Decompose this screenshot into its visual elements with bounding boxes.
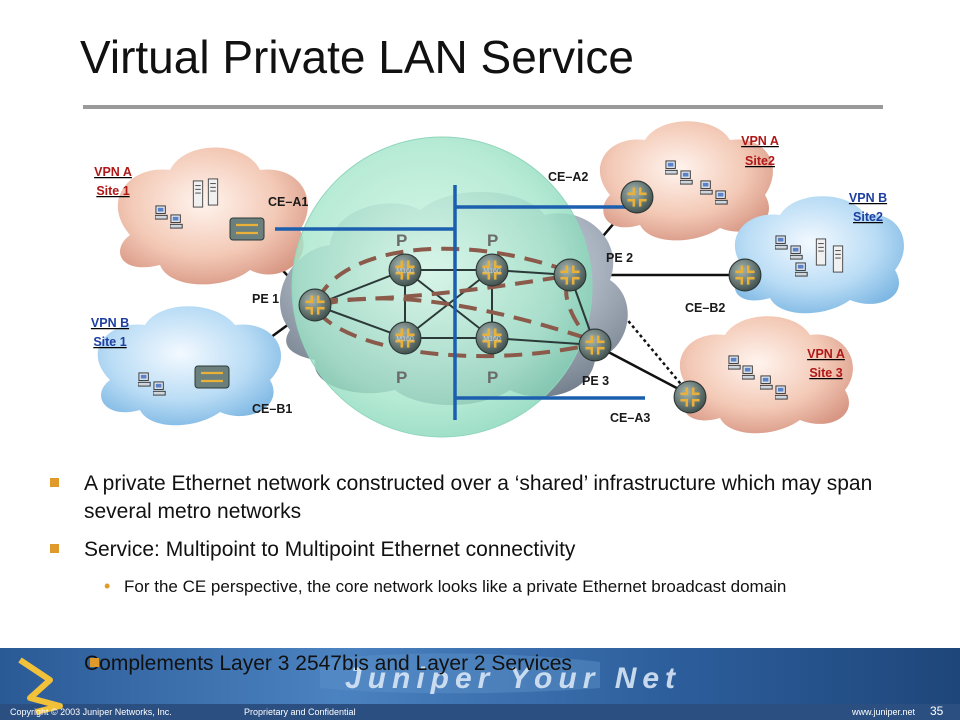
server-icon	[832, 245, 844, 273]
label-ce-a2: CE–A2	[548, 170, 588, 184]
bullet-icon	[50, 478, 59, 487]
pc-icon	[680, 170, 693, 185]
pc-icon	[665, 160, 678, 175]
site-label-vpn-b-site1-l1: VPN B	[91, 316, 129, 330]
pc-icon	[155, 205, 168, 220]
pc-icon	[760, 375, 773, 390]
label-p: P	[487, 231, 498, 250]
bullet-list: A private Ethernet network constructed o…	[40, 470, 920, 609]
server-icon	[207, 178, 219, 206]
pc-icon	[775, 385, 788, 400]
cloud-icon	[679, 316, 853, 434]
vpls-sphere	[291, 136, 593, 438]
footer-confidential: Proprietary and Confidential	[244, 707, 356, 717]
site-label-vpn-a-site1-l1: VPN A	[94, 165, 132, 179]
juniper-banner-wordmark: Juniper Your Net	[345, 662, 682, 695]
sub-bullet-item: • For the CE perspective, the core netwo…	[40, 574, 920, 599]
vpls-diagram: M160 M160 M160 M160	[91, 121, 904, 438]
bullet-item: Service: Multipoint to Multipoint Ethern…	[40, 536, 920, 564]
label-p: P	[396, 231, 407, 250]
pc-icon	[170, 214, 183, 229]
label-p: P	[396, 368, 407, 387]
site-label-vpn-b-site2-l1: VPN B	[849, 191, 887, 205]
pc-icon	[742, 365, 755, 380]
site-label-vpn-b-site2-l2: Site2	[853, 210, 883, 224]
page-number: 35	[930, 704, 944, 718]
router-icon	[728, 258, 762, 292]
site-label-vpn-a-site3-l2: Site 3	[809, 366, 842, 380]
pc-icon	[153, 381, 166, 396]
site-label-vpn-a-site1-l2: Site 1	[96, 184, 129, 198]
switch-icon	[229, 217, 265, 241]
label-p: P	[487, 368, 498, 387]
router-icon	[578, 328, 612, 362]
bullet-text: Complements Layer 3 2547bis and Layer 2 …	[84, 652, 572, 675]
site-label-vpn-a-site2-l2: Site2	[745, 154, 775, 168]
sub-bullet-text: For the CE perspective, the core network…	[124, 577, 787, 596]
bullet-item: Complements Layer 3 2547bis and Layer 2 …	[40, 650, 920, 678]
switch-icon	[194, 365, 230, 389]
cloud-icon	[97, 306, 282, 426]
footer-graphic	[0, 648, 960, 720]
site-label-vpn-a-site3-l1: VPN A	[807, 347, 845, 361]
router-model-label: M160	[396, 268, 414, 275]
server-icon	[815, 238, 827, 266]
router-model-label: M160	[483, 336, 501, 343]
pc-icon	[138, 372, 151, 387]
sub-bullet-icon: •	[104, 576, 111, 596]
label-ce-a3: CE–A3	[610, 411, 650, 425]
title-divider	[83, 105, 883, 109]
site-label-vpn-a-site2-l1: VPN A	[741, 134, 779, 148]
router-icon	[620, 180, 654, 214]
pc-icon	[775, 235, 788, 250]
label-pe3: PE 3	[582, 374, 609, 388]
bullet-icon	[90, 658, 99, 667]
router-icon	[553, 258, 587, 292]
label-pe1: PE 1	[252, 292, 279, 306]
bridge-lines	[275, 185, 645, 420]
footer-banner	[0, 648, 960, 720]
pc-icon	[790, 245, 803, 260]
pc-icon	[700, 180, 713, 195]
label-ce-b1: CE–B1	[252, 402, 292, 416]
label-pe2: PE 2	[606, 251, 633, 265]
router-icon	[298, 288, 332, 322]
label-ce-b2: CE–B2	[685, 301, 725, 315]
bullet-text: A private Ethernet network constructed o…	[84, 472, 873, 523]
site-label-vpn-b-site1-l2: Site 1	[93, 335, 126, 349]
bullet-item: A private Ethernet network constructed o…	[40, 470, 920, 526]
pc-icon	[715, 190, 728, 205]
bullet-text: Service: Multipoint to Multipoint Ethern…	[84, 538, 576, 561]
pc-icon	[728, 355, 741, 370]
footer-copyright: Copyright © 2003 Juniper Networks, Inc.	[10, 707, 172, 717]
slide-title: Virtual Private LAN Service	[80, 31, 634, 83]
pc-icon	[795, 262, 808, 277]
label-ce-a1: CE–A1	[268, 195, 308, 209]
router-icon	[673, 380, 707, 414]
router-model-label: M160	[396, 336, 414, 343]
cloud-icon	[117, 147, 308, 285]
server-icon	[192, 180, 204, 208]
router-model-label: M160	[483, 268, 501, 275]
footer-url[interactable]: www.juniper.net	[852, 707, 916, 717]
bullet-icon	[50, 544, 59, 553]
